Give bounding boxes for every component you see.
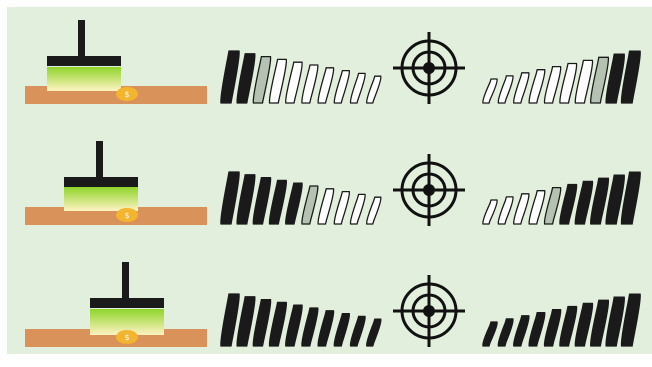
right-meter-bar-6 xyxy=(560,307,577,347)
left-meter-bar-2 xyxy=(237,297,255,346)
left-meter-bar-10 xyxy=(367,76,381,103)
svg-text:$: $ xyxy=(124,333,129,342)
right-meter-bar-8 xyxy=(591,57,609,103)
right-meter-bar-3 xyxy=(514,73,529,103)
right-meter-bar-4 xyxy=(529,313,545,346)
right-meter-bar-5 xyxy=(544,310,560,346)
metal-detector-icon xyxy=(47,20,121,91)
right-signal-meter xyxy=(483,172,640,224)
coin-icon: $ xyxy=(116,330,138,344)
svg-text:$: $ xyxy=(124,90,129,99)
left-meter-bar-5 xyxy=(286,183,302,224)
right-meter-bar-1 xyxy=(483,200,497,224)
right-meter-bar-8 xyxy=(591,178,609,224)
right-meter-bar-2 xyxy=(498,76,513,103)
right-meter-bar-2 xyxy=(498,319,513,346)
metal-detector-icon xyxy=(64,141,138,211)
right-meter-bar-4 xyxy=(529,70,545,103)
left-meter-bar-3 xyxy=(253,300,270,346)
svg-text:$: $ xyxy=(124,211,129,220)
left-meter-bar-3 xyxy=(253,57,270,103)
left-meter-bar-9 xyxy=(350,316,365,346)
left-meter-bar-6 xyxy=(302,186,318,224)
right-signal-meter xyxy=(483,51,640,103)
right-meter-bar-1 xyxy=(483,322,497,346)
left-meter-bar-7 xyxy=(318,68,334,103)
left-meter-bar-7 xyxy=(318,311,334,346)
right-meter-bar-7 xyxy=(575,60,592,103)
signal-row-2: $ xyxy=(7,127,652,247)
left-meter-bar-9 xyxy=(350,73,365,103)
left-meter-bar-6 xyxy=(302,65,318,103)
left-meter-bar-1 xyxy=(221,294,239,346)
metal-detector-icon xyxy=(90,262,164,335)
left-meter-bar-5 xyxy=(286,305,302,346)
left-signal-meter xyxy=(221,172,381,224)
left-meter-bar-4 xyxy=(269,180,286,224)
left-meter-bar-2 xyxy=(237,175,255,224)
right-meter-bar-6 xyxy=(560,185,577,225)
crosshair-target-icon xyxy=(393,154,465,226)
right-meter-bar-5 xyxy=(544,67,560,103)
signal-row-1: $ xyxy=(7,7,652,127)
right-signal-meter xyxy=(483,294,640,346)
left-meter-bar-8 xyxy=(334,192,349,224)
left-meter-bar-1 xyxy=(221,172,239,224)
right-meter-bar-5 xyxy=(544,188,560,224)
stage: $ xyxy=(0,0,652,354)
left-signal-meter xyxy=(221,51,381,103)
signal-row-3: $ xyxy=(7,247,652,367)
left-meter-bar-4 xyxy=(269,59,286,103)
right-meter-bar-4 xyxy=(529,191,545,224)
left-meter-bar-2 xyxy=(237,54,255,103)
right-meter-bar-3 xyxy=(514,194,529,224)
right-meter-bar-2 xyxy=(498,197,513,224)
right-meter-bar-3 xyxy=(514,316,529,346)
right-meter-bar-7 xyxy=(575,181,592,224)
right-meter-bar-1 xyxy=(483,79,497,103)
coin-icon: $ xyxy=(116,87,138,101)
left-meter-bar-6 xyxy=(302,308,318,346)
left-meter-bar-10 xyxy=(367,319,381,346)
left-meter-bar-7 xyxy=(318,189,334,224)
left-meter-bar-5 xyxy=(286,62,302,103)
crosshair-target-icon xyxy=(393,32,465,104)
left-meter-bar-3 xyxy=(253,178,270,224)
crosshair-target-icon xyxy=(393,275,465,347)
left-meter-bar-8 xyxy=(334,314,349,346)
left-meter-bar-10 xyxy=(367,197,381,224)
right-meter-bar-8 xyxy=(591,300,609,346)
right-meter-bar-6 xyxy=(560,64,577,104)
left-meter-bar-9 xyxy=(350,194,365,224)
left-meter-bar-1 xyxy=(221,51,239,103)
left-signal-meter xyxy=(221,294,381,346)
right-meter-bar-7 xyxy=(575,303,592,346)
illustration-panel: $ xyxy=(7,7,652,354)
left-meter-bar-4 xyxy=(269,302,286,346)
coin-icon: $ xyxy=(116,208,138,222)
left-meter-bar-8 xyxy=(334,71,349,103)
